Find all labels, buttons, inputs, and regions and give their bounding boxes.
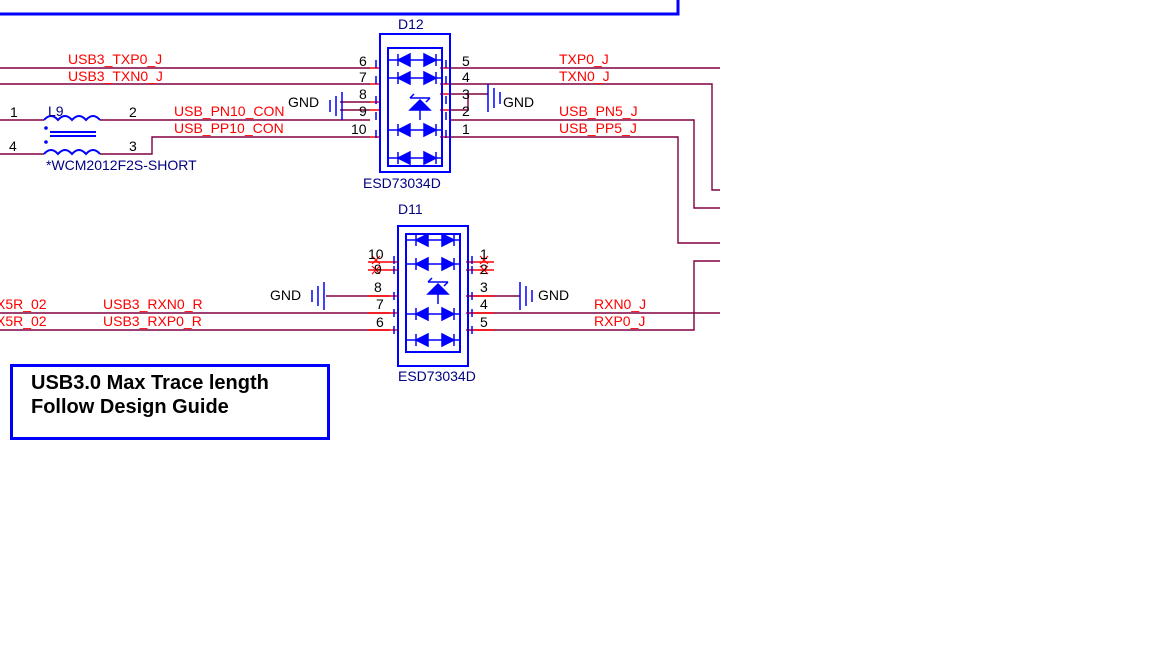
d11-right-pin-stubs	[466, 261, 494, 331]
net-edge-x5r-02-a: X5R_02	[0, 296, 47, 312]
top-frame-border	[0, 0, 680, 16]
net-usb-pp5-j: USB_PP5_J	[559, 120, 637, 136]
d12-ref: D12	[398, 16, 424, 32]
d11-gnd-left-label: GND	[270, 287, 301, 303]
d11-diodes	[406, 232, 460, 348]
d12-gnd-right-label: GND	[503, 94, 534, 110]
d12-pin-7: 7	[359, 69, 367, 85]
l9-pin-3: 3	[129, 138, 137, 154]
wire-usb-pn5	[450, 119, 720, 209]
d11-gnd-right-label: GND	[538, 287, 569, 303]
d11-pin-10: 10	[368, 246, 384, 262]
d12-part: ESD73034D	[363, 175, 441, 191]
d11-pin-7: 7	[376, 296, 384, 312]
d12-left-pin-stubs	[370, 67, 380, 138]
net-txn0-j: TXN0_J	[559, 68, 610, 84]
net-rxp0-j: RXP0_J	[594, 313, 645, 329]
d11-body	[397, 225, 469, 367]
d11-gnd-symbol-right	[519, 282, 533, 310]
d12-pin-10: 10	[351, 121, 367, 137]
d12-gnd-left-label: GND	[288, 94, 319, 110]
l9-pin-1: 1	[10, 104, 18, 120]
net-usb3-txn0-j: USB3_TXN0_J	[68, 68, 163, 84]
wire-usb-pp5	[450, 136, 720, 244]
note-line-2: Follow Design Guide	[31, 396, 229, 418]
d11-pin-6: 6	[376, 314, 384, 330]
d12-body	[379, 33, 451, 173]
d11-pin-8: 8	[374, 279, 382, 295]
wire-gnd-right-d12	[450, 93, 488, 111]
d11-nc-marks-left	[371, 255, 381, 275]
d11-ref: D11	[398, 201, 423, 217]
d11-pin-3: 3	[480, 279, 488, 295]
d11-inner-body	[405, 233, 461, 353]
d11-component: D11 ESD73034D 10 9 8 7 6 1 2 3 4 5 USB3_…	[0, 201, 720, 384]
l9-dot-2	[44, 140, 48, 144]
net-edge-x5r-02-b: X5R_02	[0, 313, 47, 329]
d11-pin-9: 9	[374, 261, 382, 277]
net-rxn0-j: RXN0_J	[594, 296, 646, 312]
design-note-text: USB3.0 Max Trace length Follow Design Gu…	[31, 371, 269, 419]
d11-nc-marks-right	[479, 255, 489, 275]
net-usb3-rxp0-r: USB3_RXP0_R	[103, 313, 202, 329]
d11-left-pin-stubs	[368, 261, 398, 331]
d11-gnd-symbol-left	[311, 282, 325, 310]
d12-right-pin-stubs	[440, 67, 450, 138]
d11-part: ESD73034D	[398, 368, 476, 384]
net-usb-pn5-j: USB_PN5_J	[559, 103, 638, 119]
d11-pin-4: 4	[480, 296, 488, 312]
wire-rxp0	[468, 260, 720, 331]
d12-pin-9: 9	[359, 103, 367, 119]
net-usb-pp10-con: USB_PP10_CON	[174, 120, 284, 136]
d12-pin-2: 2	[462, 103, 470, 119]
wire-usb-pp10	[100, 136, 370, 155]
l9-component: L9 *WCM2012F2S-SHORT 1 2 3 4 USB_PN10_CO…	[0, 103, 285, 173]
d12-pin-6: 6	[359, 53, 367, 69]
net-txp0-j: TXP0_J	[559, 51, 609, 67]
l9-dot-1	[44, 126, 48, 130]
d12-inner-body	[387, 47, 443, 167]
d12-gnd-symbol-right	[487, 84, 501, 112]
net-usb3-rxn0-r: USB3_RXN0_R	[103, 296, 203, 312]
d11-pin-2: 2	[480, 261, 488, 277]
d12-pin-markers	[375, 60, 447, 138]
net-usb-pn10-con: USB_PN10_CON	[174, 103, 285, 119]
d12-pin-8: 8	[359, 86, 367, 102]
d12-gnd-symbol-left	[329, 92, 343, 120]
l9-core	[50, 131, 96, 137]
d11-pin-5: 5	[480, 314, 488, 330]
net-usb3-txp0-j: USB3_TXP0_J	[68, 51, 162, 67]
l9-input-wires	[0, 119, 44, 155]
d12-pin-5: 5	[462, 53, 470, 69]
d11-pin-markers	[393, 256, 473, 334]
d12-diodes	[388, 52, 442, 166]
note-line-1: USB3.0 Max Trace length	[31, 372, 269, 394]
d12-pin-4: 4	[462, 69, 470, 85]
d12-pin-1: 1	[462, 121, 470, 137]
wire-txn0	[450, 83, 720, 191]
l9-pin-2: 2	[129, 104, 137, 120]
d12-component: D12 ESD73034D 6 7 8 9 10 5 4 3 2 1 USB3_…	[0, 16, 720, 244]
design-note-box: USB3.0 Max Trace length Follow Design Gu…	[10, 364, 330, 440]
l9-ref: L9	[48, 103, 64, 119]
l9-coil-top	[43, 115, 101, 122]
l9-pin-4: 4	[9, 138, 17, 154]
l9-part: *WCM2012F2S-SHORT	[46, 157, 197, 173]
wire-gnd-left-d12	[340, 101, 370, 111]
d11-pin-1: 1	[480, 246, 488, 262]
d12-pin-3: 3	[462, 86, 470, 102]
l9-coil-bottom	[43, 149, 101, 156]
